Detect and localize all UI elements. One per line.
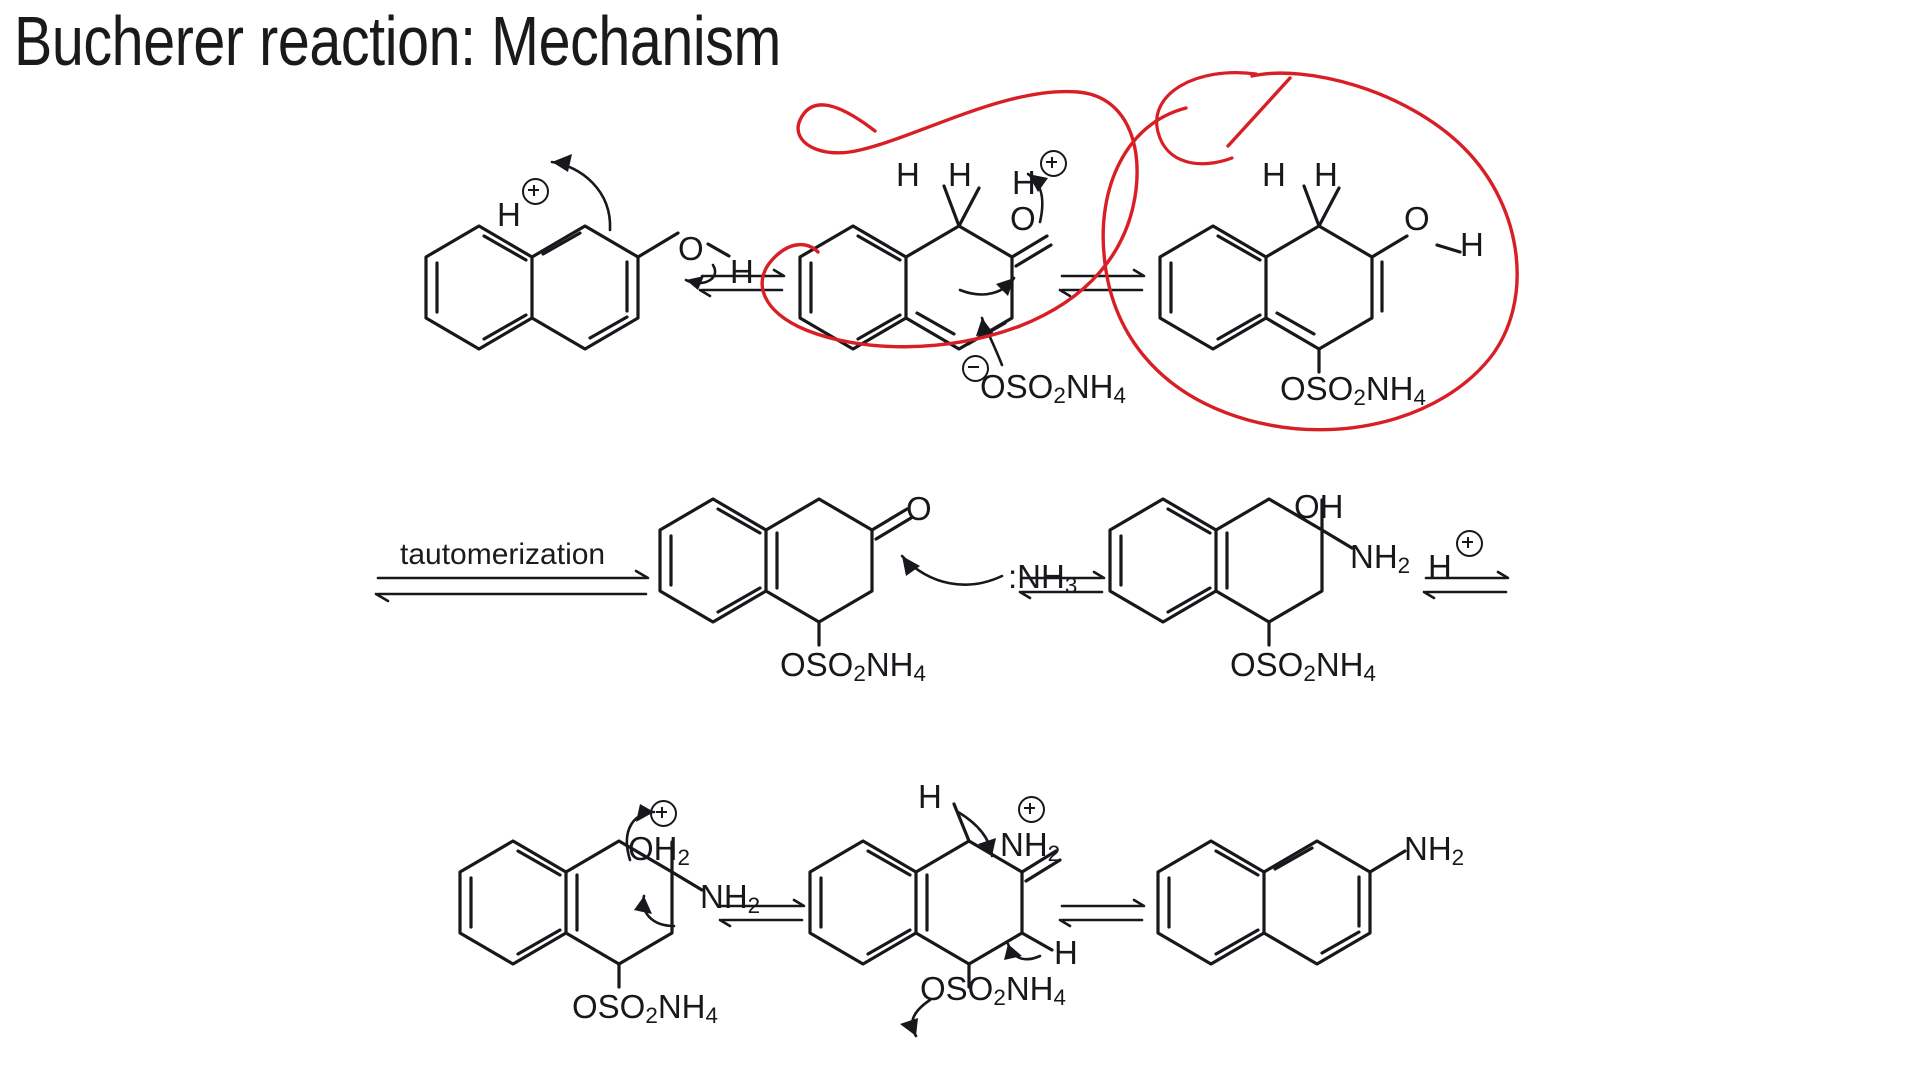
label-amine-r3-1: NH2 — [700, 878, 761, 918]
label-proton-r1-2: H — [1012, 164, 1036, 201]
label-sulfamate-r3-1: OSO2NH4 — [572, 988, 718, 1028]
label-iminium-h-top: H — [918, 778, 942, 815]
label-ch2-h-left: H — [896, 156, 920, 193]
oxonium-amine-skeleton — [458, 839, 704, 989]
page-title: Bucherer reaction: Mechanism — [14, 2, 781, 80]
red-loop-right-body — [1101, 71, 1519, 432]
carbinolamine-skeleton — [1108, 497, 1354, 647]
red-loop-right — [1155, 71, 1258, 166]
label-oxygen-naphthol: O — [678, 230, 704, 267]
label-carbinol-nh2: NH2 — [1350, 538, 1411, 578]
equilibrium-arrow-r2-2 — [1018, 570, 1106, 600]
naphthol-oh-bond — [706, 242, 731, 258]
label-hydroxyl-h: H — [730, 253, 754, 290]
label-proton-r1: H — [497, 196, 521, 233]
naphthylamine-skeleton — [1156, 839, 1407, 966]
label-sulfamate-r3-2: OSO2NH4 — [920, 970, 1066, 1010]
label-sulfamate-r2-1: OSO2NH4 — [780, 646, 926, 686]
label-naphthylamine-nh2: NH2 — [1404, 830, 1465, 870]
label-sulfamate-r1-3: OSO2NH4 — [1280, 370, 1426, 410]
label-sulfamate-r2-2: OSO2NH4 — [1230, 646, 1376, 686]
equilibrium-arrow-r1-1 — [698, 268, 786, 298]
label-carbinol-oh: OH — [1294, 488, 1344, 525]
equilibrium-arrow-r2-3 — [1422, 570, 1510, 600]
label-enol-oxygen: O — [1404, 200, 1430, 237]
plus-charge-r2-proton — [1456, 530, 1483, 557]
label-ch2-h-right: H — [948, 156, 972, 193]
label-ketone-oxygen: O — [1010, 200, 1036, 237]
equilibrium-arrow-r3-1 — [718, 898, 806, 928]
tetralone-skeleton — [658, 497, 913, 647]
plus-charge-iminium — [1018, 796, 1045, 823]
label-sulfamate-anion: OSO2NH4 — [980, 368, 1126, 408]
label-tautomerization: tautomerization — [400, 538, 606, 571]
naphthol-skeleton — [424, 224, 680, 351]
label-ch2-h-right-2: H — [1314, 156, 1338, 193]
label-proton-r2: H — [1428, 548, 1452, 585]
equilibrium-arrow-r2-taut — [374, 569, 650, 603]
equilibrium-arrow-r1-2 — [1058, 268, 1146, 298]
label-oxonium: OH2 — [628, 830, 690, 870]
plus-charge-r1-proton — [522, 178, 549, 205]
label-enol-oh-h: H — [1460, 226, 1484, 263]
minus-charge-sulfamate — [962, 355, 989, 382]
iminium-skeleton — [808, 802, 1062, 989]
equilibrium-arrow-r3-2 — [1058, 898, 1146, 928]
label-ammonia: :NH3 — [1008, 558, 1078, 598]
enol-sulfamate-skeleton — [1158, 184, 1462, 374]
red-loop-left — [760, 89, 1139, 349]
label-iminium-h-bottom: H — [1054, 934, 1078, 971]
label-iminium-nh2: NH2 — [1000, 826, 1061, 866]
label-ch2-h-left-2: H — [1262, 156, 1286, 193]
red-slash — [1226, 76, 1292, 148]
plus-charge-r1-proton2 — [1040, 150, 1067, 177]
label-tetralone-oxygen: O — [906, 490, 932, 527]
plus-charge-oxonium — [650, 800, 677, 827]
